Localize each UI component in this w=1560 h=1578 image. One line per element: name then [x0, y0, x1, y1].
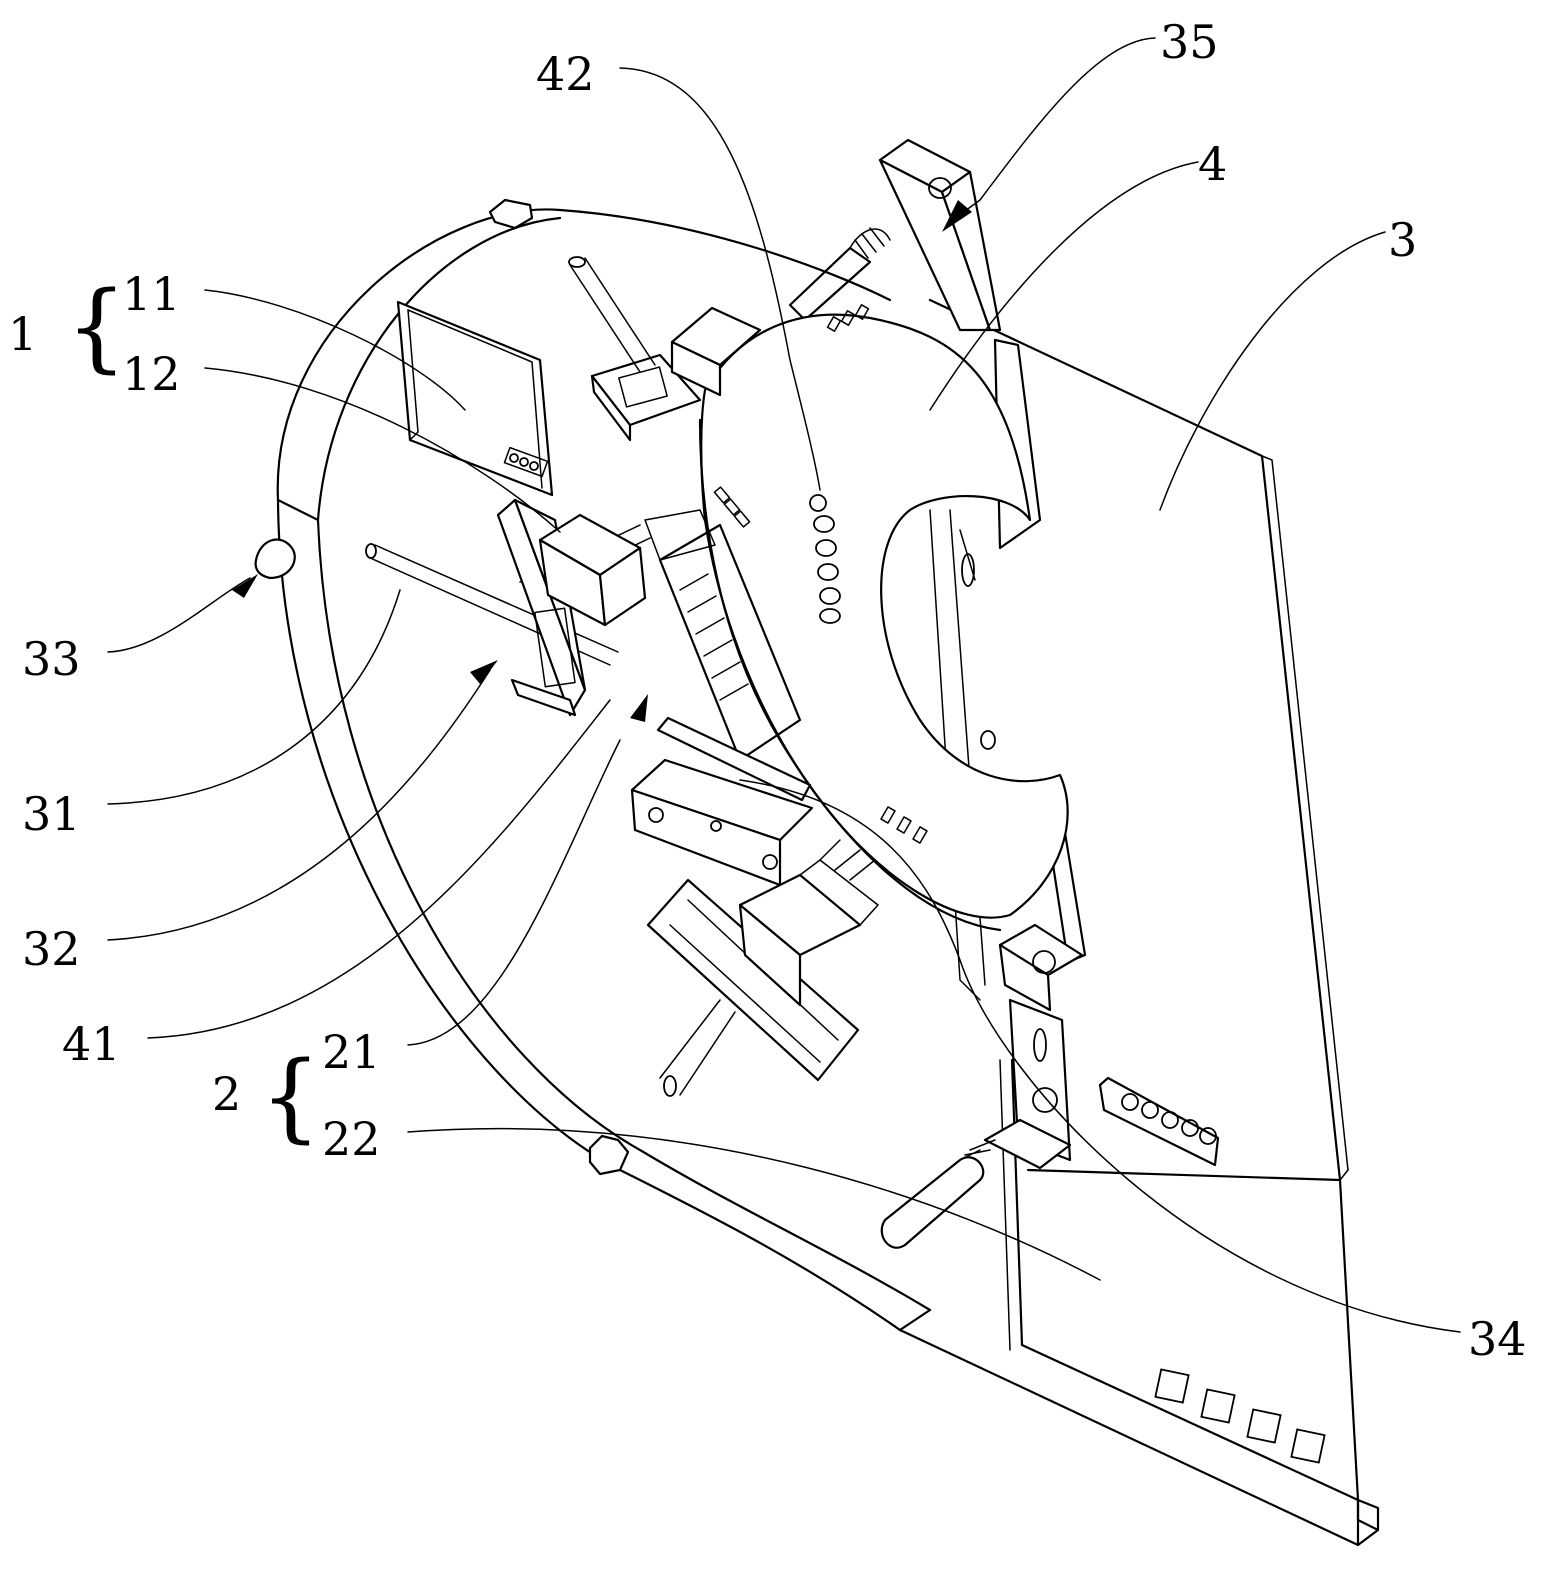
mounting-board	[898, 298, 1380, 1547]
label-42: 42	[536, 47, 595, 101]
label-11: 11	[122, 267, 181, 321]
label-32: 32	[22, 922, 81, 976]
sensor-clamp-frame	[496, 498, 647, 717]
vertical-clamp-bar	[878, 138, 1087, 1170]
leader-31	[107, 589, 401, 805]
lower-clamp	[646, 839, 879, 1097]
leader-35	[949, 37, 1156, 223]
leader-34	[739, 779, 1461, 1333]
label-35: 35	[1160, 15, 1219, 69]
label-2: 2	[212, 1067, 241, 1121]
label-21: 21	[322, 1025, 381, 1079]
upper-bracket	[590, 306, 762, 442]
label-4: 4	[1198, 137, 1227, 191]
leader-21	[407, 739, 621, 1046]
knob-top	[488, 198, 534, 230]
knob-left	[254, 538, 296, 580]
display-panel	[396, 300, 554, 497]
label-33: 33	[22, 632, 81, 686]
brace-group-1: {	[66, 271, 127, 383]
leader-11	[204, 289, 466, 411]
motor-block	[630, 716, 814, 887]
leader-4	[929, 161, 1199, 411]
arrowheads	[232, 200, 972, 722]
toothed-rack	[644, 509, 802, 762]
leader-22	[407, 1127, 1101, 1281]
label-1: 1	[8, 307, 37, 361]
spring-shafts	[788, 227, 996, 1249]
hole-column	[809, 494, 841, 624]
label-41: 41	[62, 1017, 121, 1071]
label-22: 22	[322, 1112, 381, 1166]
leader-3	[1159, 231, 1386, 511]
label-31: 31	[22, 787, 81, 841]
base-disc	[276, 208, 932, 1332]
button-strip-upper	[1098, 1076, 1220, 1167]
label-12: 12	[122, 347, 181, 401]
button-strip-lower	[1154, 1368, 1326, 1464]
leader-41	[147, 699, 611, 1039]
leader-12	[204, 367, 561, 533]
knob-bottom	[588, 1134, 630, 1176]
leader-32	[107, 669, 491, 941]
label-3: 3	[1388, 213, 1417, 267]
leader-42	[619, 67, 821, 491]
leader-lines	[107, 37, 1461, 1333]
brace-group-2: {	[260, 1041, 321, 1153]
c-shaped-plate	[698, 304, 1069, 932]
label-34: 34	[1468, 1312, 1527, 1366]
leader-33	[107, 577, 251, 653]
